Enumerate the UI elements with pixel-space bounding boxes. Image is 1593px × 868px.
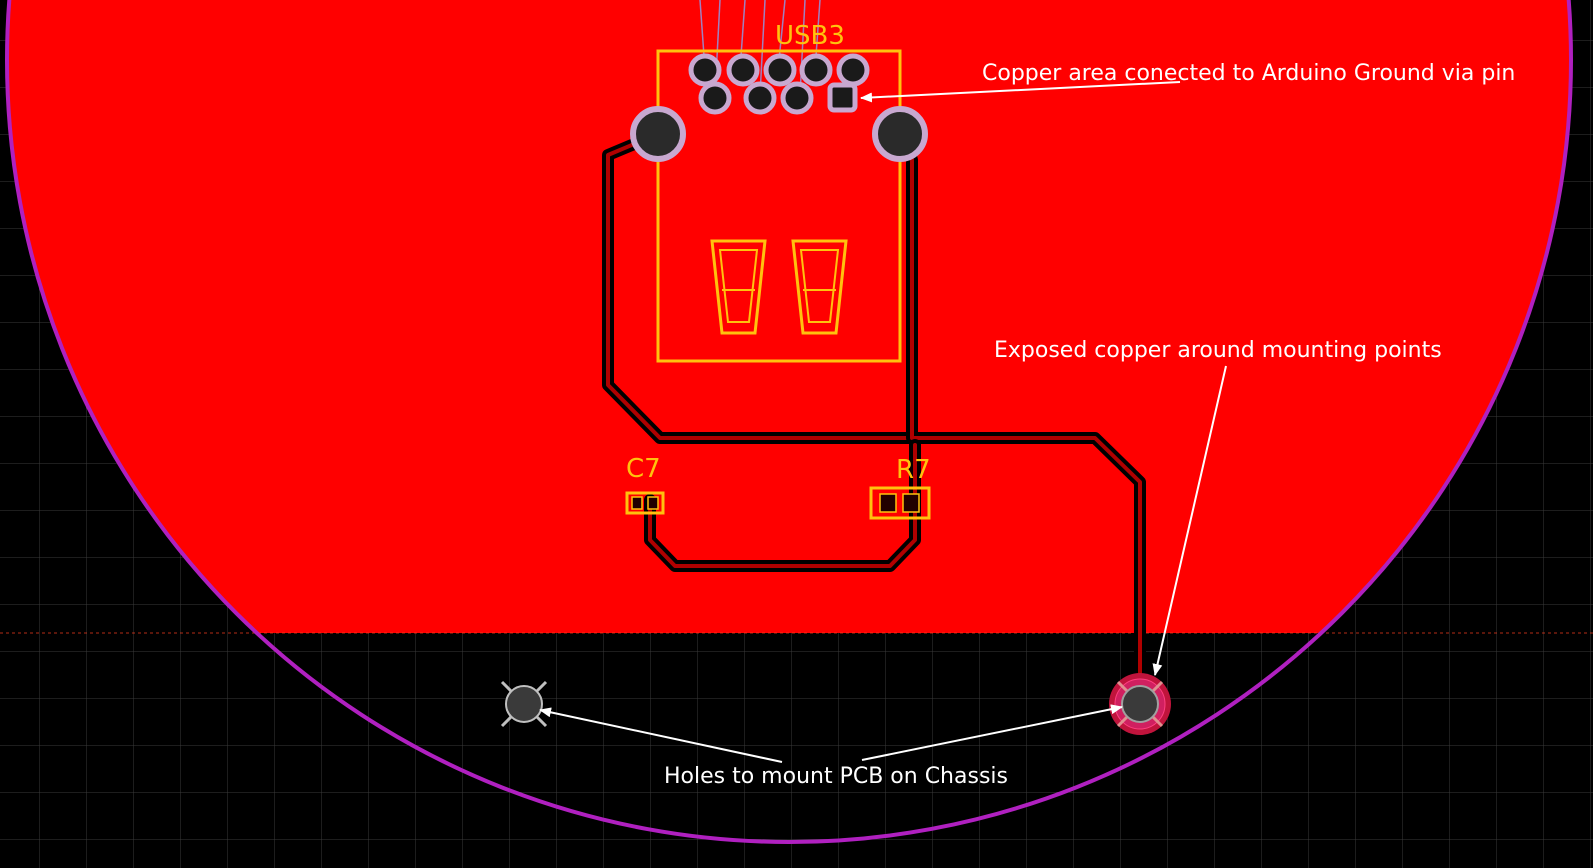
annotation-exposed-copper: Exposed copper around mounting points <box>994 338 1442 363</box>
plated-mounting-hole-icon <box>1109 673 1171 735</box>
through-hole-pad-icon <box>688 53 870 115</box>
usb3-label: USB3 <box>775 21 845 51</box>
annotation-mount-holes: Holes to mount PCB on Chassis <box>664 764 1008 789</box>
usb-pads <box>630 53 928 162</box>
arrow-exposed-copper <box>1152 365 1227 676</box>
usb-mount-pad-left <box>630 106 686 162</box>
arrow-copper-ground <box>860 81 1181 103</box>
r7-label: R7 <box>896 455 931 485</box>
annotation-copper-ground: Copper area conected to Arduino Ground v… <box>982 61 1515 86</box>
c7-footprint <box>625 491 665 515</box>
mounting-hole-icon <box>500 680 548 728</box>
r7-footprint <box>869 486 931 520</box>
usb-mount-pad-right <box>872 106 928 162</box>
arrow-hole-left <box>539 707 783 763</box>
board-outline <box>5 0 1573 844</box>
annotation-arrows <box>539 81 1227 763</box>
usb3-footprint <box>656 49 902 363</box>
arrow-hole-right <box>861 704 1123 761</box>
c7-label: C7 <box>626 454 661 484</box>
